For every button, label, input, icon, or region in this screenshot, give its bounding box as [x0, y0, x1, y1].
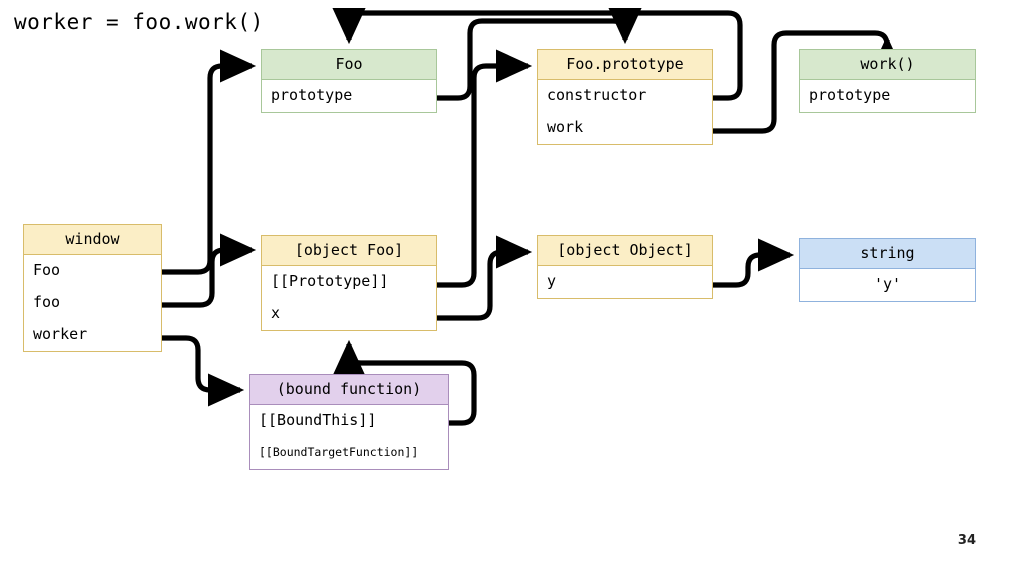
page-number: 34 [957, 533, 976, 548]
node-foo[interactable]: Foo prototype [261, 49, 437, 113]
node-window-row-worker: worker [24, 319, 161, 351]
node-bound-function-row-boundthis: [[BoundThis]] [250, 405, 448, 437]
node-foo-header: Foo [262, 50, 436, 80]
node-window-row-Foo: Foo [24, 255, 161, 287]
node-object-foo-row-x: x [262, 298, 436, 330]
node-foo-prototype-row-constructor: constructor [538, 80, 712, 112]
node-object-foo[interactable]: [object Foo] [[Prototype]] x [261, 235, 437, 331]
node-bound-function-row-boundtarget: [[BoundTargetFunction]] [250, 437, 448, 469]
edge-window-worker-to-bound [162, 335, 245, 407]
edge-objectObject-y-to-string [713, 238, 795, 288]
edge-window-foo-to-objectFoo [162, 233, 257, 308]
node-foo-prototype[interactable]: Foo.prototype constructor work [537, 49, 713, 145]
node-window-row-foo: foo [24, 287, 161, 319]
page-title: worker = foo.work() [14, 10, 264, 34]
edge-objectFoo-prototype-to-FooPrototype [437, 49, 533, 288]
node-foo-row-prototype: prototype [262, 80, 436, 112]
node-work-function[interactable]: work() prototype [799, 49, 976, 113]
node-object-object-row-y: y [538, 266, 712, 298]
node-bound-function-header: (bound function) [250, 375, 448, 405]
node-work-function-row-prototype: prototype [800, 80, 975, 112]
node-string-row-value: 'y' [800, 269, 975, 301]
node-string-header: string [800, 239, 975, 269]
node-foo-prototype-header: Foo.prototype [538, 50, 712, 80]
node-window[interactable]: window Foo foo worker [23, 224, 162, 352]
edge-objectFoo-x-to-objectObject [437, 235, 533, 321]
node-foo-prototype-row-work: work [538, 112, 712, 144]
node-object-object-header: [object Object] [538, 236, 712, 266]
edge-window-foo-to-Foo [162, 49, 257, 275]
node-object-object[interactable]: [object Object] y [537, 235, 713, 299]
node-object-foo-header: [object Foo] [262, 236, 436, 266]
node-object-foo-row-prototype: [[Prototype]] [262, 266, 436, 298]
node-window-header: window [24, 225, 161, 255]
node-string[interactable]: string 'y' [799, 238, 976, 302]
node-work-function-header: work() [800, 50, 975, 80]
node-bound-function[interactable]: (bound function) [[BoundThis]] [[BoundTa… [249, 374, 449, 470]
